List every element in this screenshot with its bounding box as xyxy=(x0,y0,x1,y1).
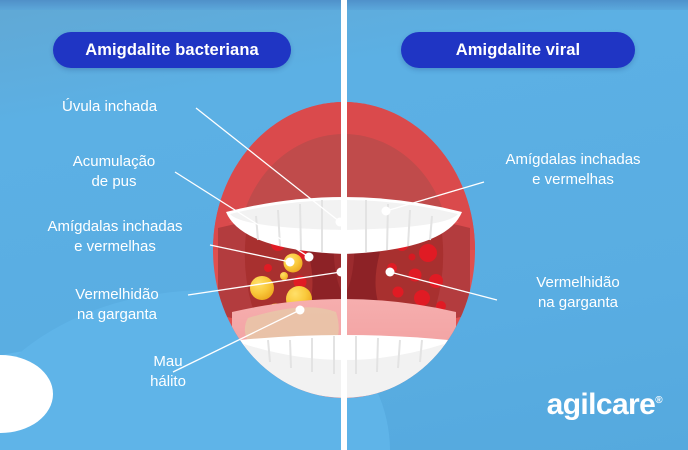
label-amigdalas-inchadas-left: Amígdalas inchadas e vermelhas xyxy=(47,218,183,255)
logo-trademark-icon: ® xyxy=(655,395,662,406)
lower-teeth-gaps xyxy=(267,336,423,374)
logo-wordmark: agilcare xyxy=(546,388,656,421)
label-amigdalas-inchadas-right: Amígdalas inchadas e vermelhas xyxy=(505,151,641,188)
label-mau-halito: Mau hálito xyxy=(150,353,186,390)
panel-divider xyxy=(341,0,347,450)
badge-viral-tonsillitis[interactable]: Amigdalite viral xyxy=(401,32,635,68)
label-vermelhidao-left: Vermelhidão na garganta xyxy=(75,286,159,323)
label-vermelhidao-right: Vermelhidão na garganta xyxy=(536,274,620,311)
label-uvula-inchada: Úvula inchada xyxy=(62,98,158,115)
badge-bacterial-tonsillitis[interactable]: Amigdalite bacteriana xyxy=(53,32,291,68)
label-acumulacao-de-pus: Acumulação de pus xyxy=(72,153,156,190)
agilcare-logo[interactable]: agilcare® xyxy=(546,388,663,422)
